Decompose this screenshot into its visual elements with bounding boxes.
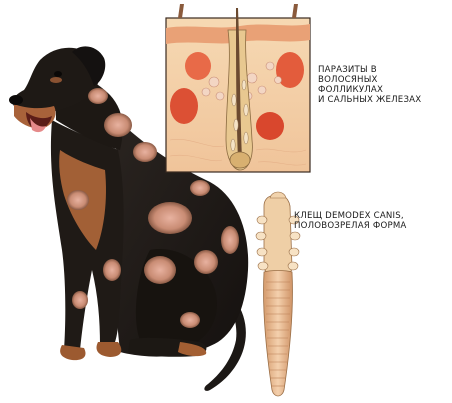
parasites-caption-line: ФОЛЛИКУЛАХ (318, 85, 421, 95)
skin-section-inset (166, 4, 310, 172)
parasites-caption-line: И САЛЬНЫХ ЖЕЛЕЗАХ (318, 95, 421, 105)
mite-caption: КЛЕЩ DEMODEX CANIS, ПОЛОВОЗРЕЛАЯ ФОРМА (294, 211, 407, 231)
mite-caption-line: ПОЛОВОЗРЕЛАЯ ФОРМА (294, 221, 407, 231)
parasites-caption-line: ВОЛОСЯНЫХ (318, 75, 421, 85)
parasites-caption-line: ПАРАЗИТЫ В (318, 65, 421, 75)
parasites-caption: ПАРАЗИТЫ В ВОЛОСЯНЫХ ФОЛЛИКУЛАХ И САЛЬНЫ… (318, 65, 421, 105)
mite-caption-line: КЛЕЩ DEMODEX CANIS, (294, 211, 407, 221)
